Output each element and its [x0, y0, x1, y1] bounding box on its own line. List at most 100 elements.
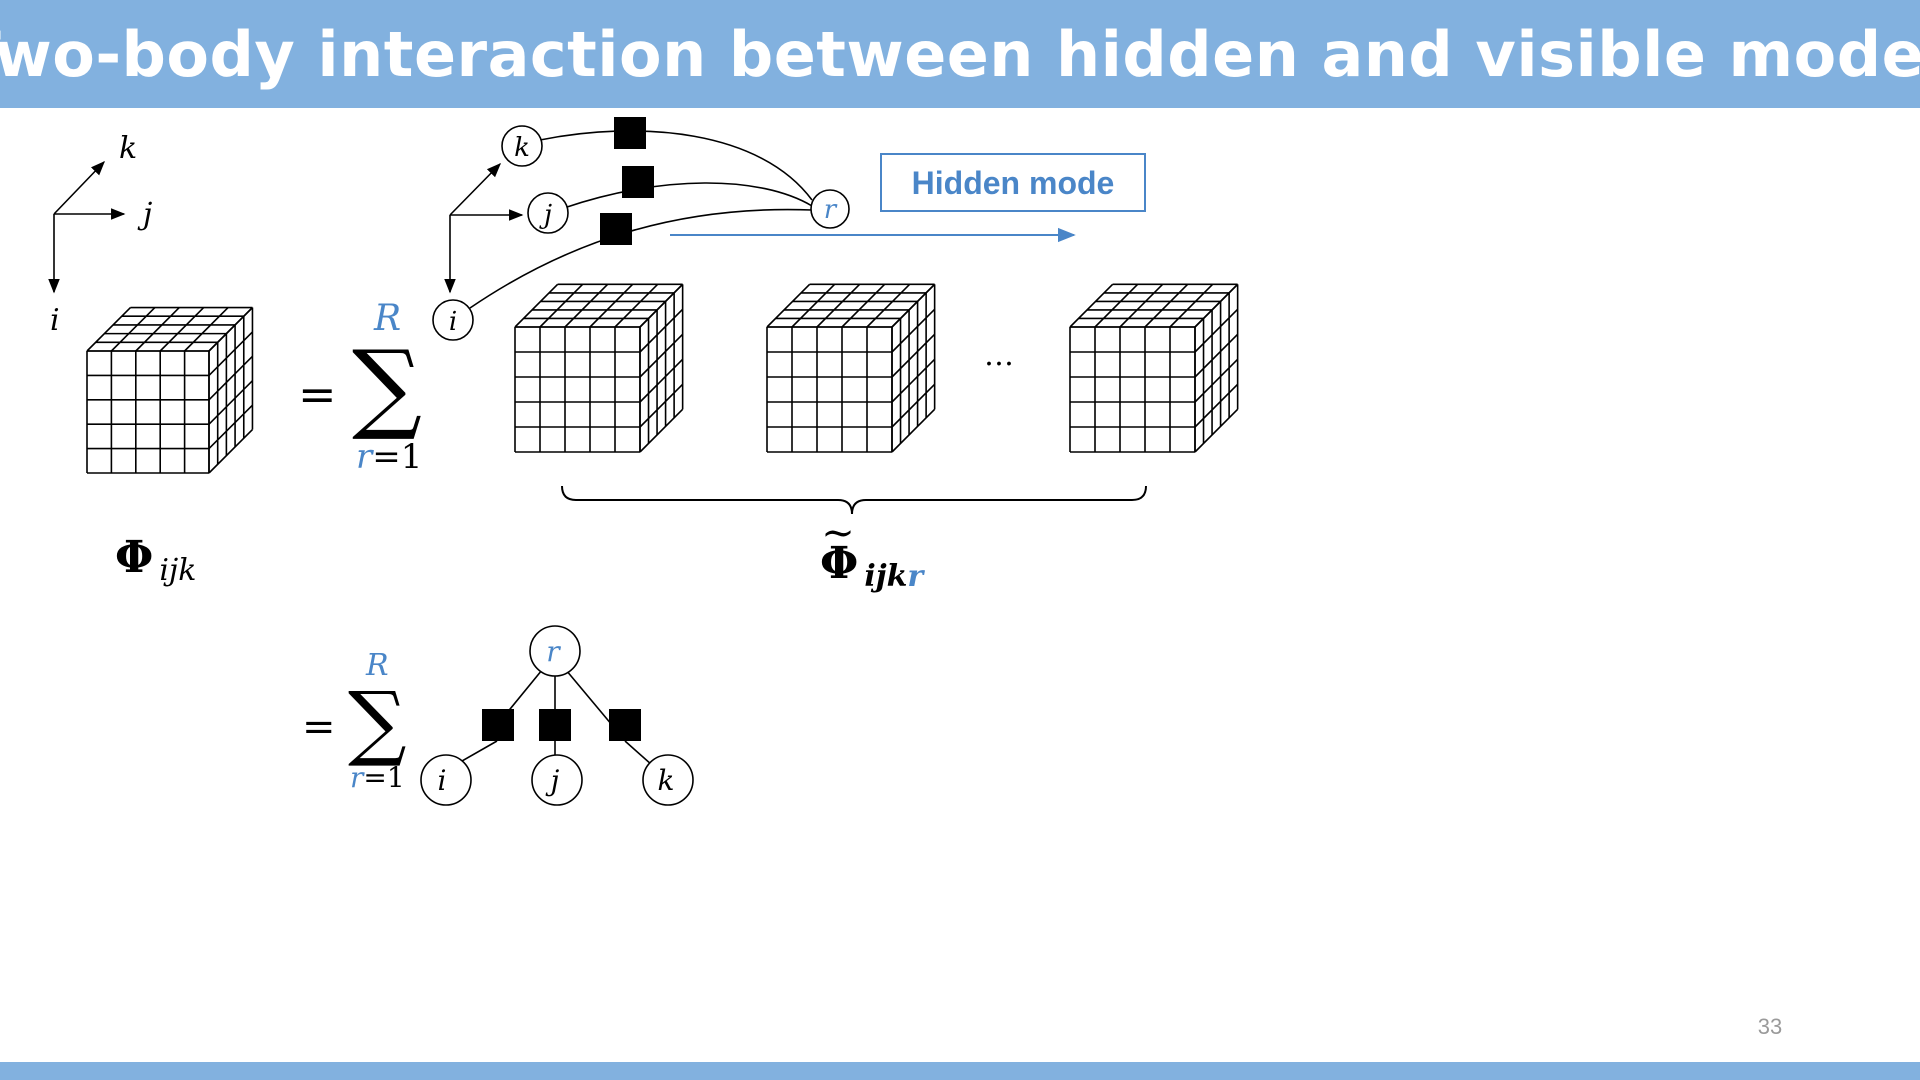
- sigma-upper-limit-1: R: [373, 298, 401, 339]
- equals-sign-2: =: [302, 704, 336, 750]
- cube-grid-line: [891, 383, 936, 428]
- bottom-bar: [0, 1062, 1920, 1080]
- axes-top: [444, 162, 524, 294]
- cube-grid-line: [539, 283, 584, 328]
- cube-grid-line: [791, 283, 836, 328]
- sigma-symbol-1: ∑: [352, 330, 422, 444]
- axis-label-i: i: [50, 303, 60, 338]
- tree-factor-i: [482, 709, 514, 741]
- tree-node-r-label: r: [546, 635, 561, 668]
- factor-square-i: [600, 213, 632, 245]
- node-i-top: i: [432, 299, 474, 341]
- tree-node-i-label: i: [438, 764, 447, 797]
- phi-subscript: ijk: [159, 553, 196, 588]
- tree-node-k-label: k: [658, 764, 675, 797]
- tree-factor-k: [609, 709, 641, 741]
- cube-grid-line: [891, 358, 936, 403]
- tensor-cube-rR: [1069, 283, 1239, 453]
- cube-grid-line: [816, 283, 861, 328]
- slide-title: Two-body interaction between hidden and …: [0, 17, 1920, 91]
- cube-grid-line: [891, 283, 936, 328]
- axis-label-k: k: [119, 131, 137, 166]
- tensor-cube-phi: [86, 306, 254, 474]
- node-j-top: j: [527, 192, 569, 234]
- cube-grid-line: [208, 404, 254, 450]
- cube-grid-line: [1144, 283, 1189, 328]
- factor-square-j: [622, 166, 654, 198]
- cube-grid-line: [639, 383, 684, 428]
- cube-grid-line: [208, 331, 254, 376]
- cube-grid-line: [208, 380, 254, 425]
- cube-grid-line: [1169, 283, 1214, 328]
- tree-factor-j: [539, 709, 571, 741]
- cube-grid-line: [841, 283, 886, 328]
- cube-grid-line: [184, 306, 229, 352]
- cube-grid-line: [1194, 333, 1239, 378]
- tensor-cube-r1: [514, 283, 684, 453]
- node-k-top-label: k: [514, 133, 530, 163]
- cube-grid-line: [891, 308, 936, 353]
- cube-grid-line: [514, 283, 559, 328]
- cube-grid-line: [110, 306, 156, 352]
- factor-square-k: [614, 117, 646, 149]
- cube-grid-line: [766, 283, 811, 328]
- cube-grid-line: [1194, 308, 1239, 353]
- tensor-cube-r2: [766, 283, 936, 453]
- cube-grid-line: [639, 333, 684, 378]
- cube-grid-line: [1194, 408, 1239, 453]
- cube-grid-line: [208, 428, 254, 474]
- cube-grid-line: [1194, 283, 1239, 328]
- cube-grid-line: [891, 333, 936, 378]
- phi-tilde-subscript-r: r: [907, 559, 925, 594]
- sigma-symbol-2: ∑: [348, 675, 407, 770]
- node-k-top: k: [501, 125, 543, 167]
- under-brace: [561, 485, 1147, 515]
- axis-label-j: j: [137, 197, 152, 232]
- cube-grid-line: [589, 283, 634, 328]
- cube-grid-line: [639, 358, 684, 403]
- hidden-mode-box: [880, 153, 1146, 212]
- hidden-mode-label: Hidden mode: [912, 165, 1115, 201]
- sigma-lower-var-2: r: [350, 761, 365, 794]
- cube-grid-line: [208, 355, 254, 401]
- cube-grid-line: [1119, 283, 1164, 328]
- node-r-top-label: r: [824, 195, 838, 225]
- sigma-lower-limit-2: r=1: [350, 761, 405, 794]
- sigma-lower-limit-1: r=1: [356, 437, 422, 477]
- axes-left: [48, 160, 126, 294]
- cube-grid-line: [1194, 383, 1239, 428]
- sigma-upper-limit-2: R: [365, 648, 389, 683]
- sigma-lower-rest-1: =1: [372, 437, 422, 477]
- sigma-lower-var-1: r: [356, 437, 374, 477]
- phi-tilde-subscript: ijk: [864, 559, 907, 594]
- cube-grid-line: [891, 408, 936, 453]
- cube-grid-line: [614, 283, 659, 328]
- phi-tilde-mark: ~: [821, 510, 855, 556]
- cube-grid-line: [639, 283, 684, 328]
- cube-grid-line: [135, 306, 180, 352]
- tree-node-k: k: [642, 754, 694, 806]
- sigma-lower-rest-2: =1: [363, 761, 404, 794]
- cube-grid-line: [208, 306, 254, 352]
- title-bar: Two-body interaction between hidden and …: [0, 0, 1920, 108]
- tree-node-j: j: [531, 754, 583, 806]
- ellipsis: …: [984, 338, 1014, 373]
- tree-node-i: i: [420, 754, 472, 806]
- cube-grid-line: [159, 306, 205, 352]
- phi-tilde-symbol: Φ: [820, 538, 858, 589]
- cube-grid-line: [564, 283, 609, 328]
- page-number: 33: [1757, 1014, 1783, 1039]
- cube-grid-line: [1069, 283, 1114, 328]
- node-i-top-label: i: [449, 307, 457, 337]
- cube-grid-line: [639, 408, 684, 453]
- cube-grid-line: [1094, 283, 1139, 328]
- cube-grid-line: [866, 283, 911, 328]
- tree-node-r: r: [529, 625, 581, 677]
- equals-sign-1: =: [298, 367, 337, 421]
- cube-grid-line: [1194, 358, 1239, 403]
- cube-grid-line: [86, 306, 132, 352]
- phi-symbol: Φ: [115, 532, 153, 583]
